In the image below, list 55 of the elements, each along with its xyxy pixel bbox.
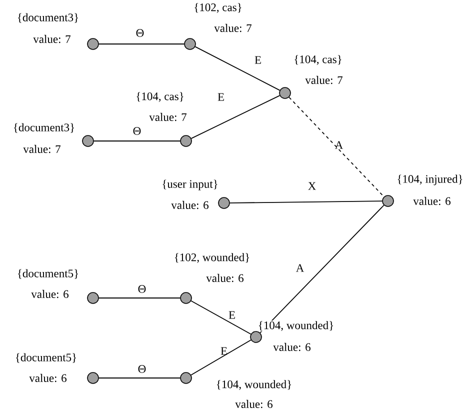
vertex-label: value: 6 <box>28 373 68 383</box>
connector-line <box>190 340 252 376</box>
edge-label: Θ <box>133 127 141 135</box>
vertex-circle <box>87 292 99 304</box>
vertex-label: {document3} <box>16 12 80 24</box>
vertex-label: value: 7 <box>214 23 252 33</box>
connector-line <box>190 95 280 139</box>
edge-label: X <box>308 182 316 190</box>
connector-line <box>190 300 252 335</box>
edge-label: A <box>334 141 344 149</box>
vertex-label: value: 6 <box>272 342 312 352</box>
vertex-label: {104, wounded} <box>257 320 335 332</box>
edge-label: A <box>296 264 304 272</box>
edge-label: E <box>220 347 227 355</box>
vertex-circle <box>184 38 196 50</box>
vertex-circle <box>279 87 291 99</box>
vertex-label: {104, cas} <box>293 54 343 66</box>
vertex-circle <box>87 38 99 50</box>
edge-label: Θ <box>138 365 146 373</box>
vertex-label: value: 7 <box>32 34 72 44</box>
connector-line <box>93 140 181 142</box>
vertex-label: {104, cas} <box>135 92 185 102</box>
vertex-circle <box>180 292 192 304</box>
vertex-label: value: 6 <box>206 273 244 283</box>
vertex-label: {104, injured} <box>396 174 464 186</box>
connector-line <box>229 200 383 204</box>
vertex-circle <box>180 135 192 147</box>
vertex-label: {document3} <box>12 122 76 134</box>
connector-line <box>194 46 280 91</box>
edge-label: Θ <box>136 29 144 37</box>
edge-label: E <box>228 311 235 319</box>
edge-label: E <box>254 56 261 64</box>
vertex-label: value: 6 <box>170 200 210 210</box>
vertex-label: {document5} <box>16 268 80 280</box>
vertex-label: value: 7 <box>148 112 188 122</box>
vertex-circle <box>250 331 262 343</box>
vertex-label: {102, wounded} <box>173 252 251 264</box>
vertex-circle <box>82 135 94 147</box>
connector-line <box>260 204 384 334</box>
vertex-label: value: 6 <box>234 399 274 409</box>
vertex-label: {document5} <box>14 352 78 364</box>
edge-label: Θ <box>138 285 146 293</box>
vertex-label: {102, cas} <box>193 2 243 14</box>
vertex-label: value: 7 <box>22 144 62 154</box>
vertex-label: value: 6 <box>412 196 452 206</box>
vertex-label: {104, wounded} <box>215 380 293 390</box>
vertex-label: {user input} <box>161 179 219 191</box>
vertex-circle <box>180 372 192 384</box>
edge-label: E <box>218 93 224 101</box>
vertex-circle <box>218 197 230 209</box>
vertex-label: value: 7 <box>304 75 344 85</box>
vertex-circle <box>382 195 394 207</box>
vertex-circle <box>87 372 99 384</box>
connector-line <box>288 96 384 198</box>
vertex-label: value: 6 <box>30 289 70 299</box>
